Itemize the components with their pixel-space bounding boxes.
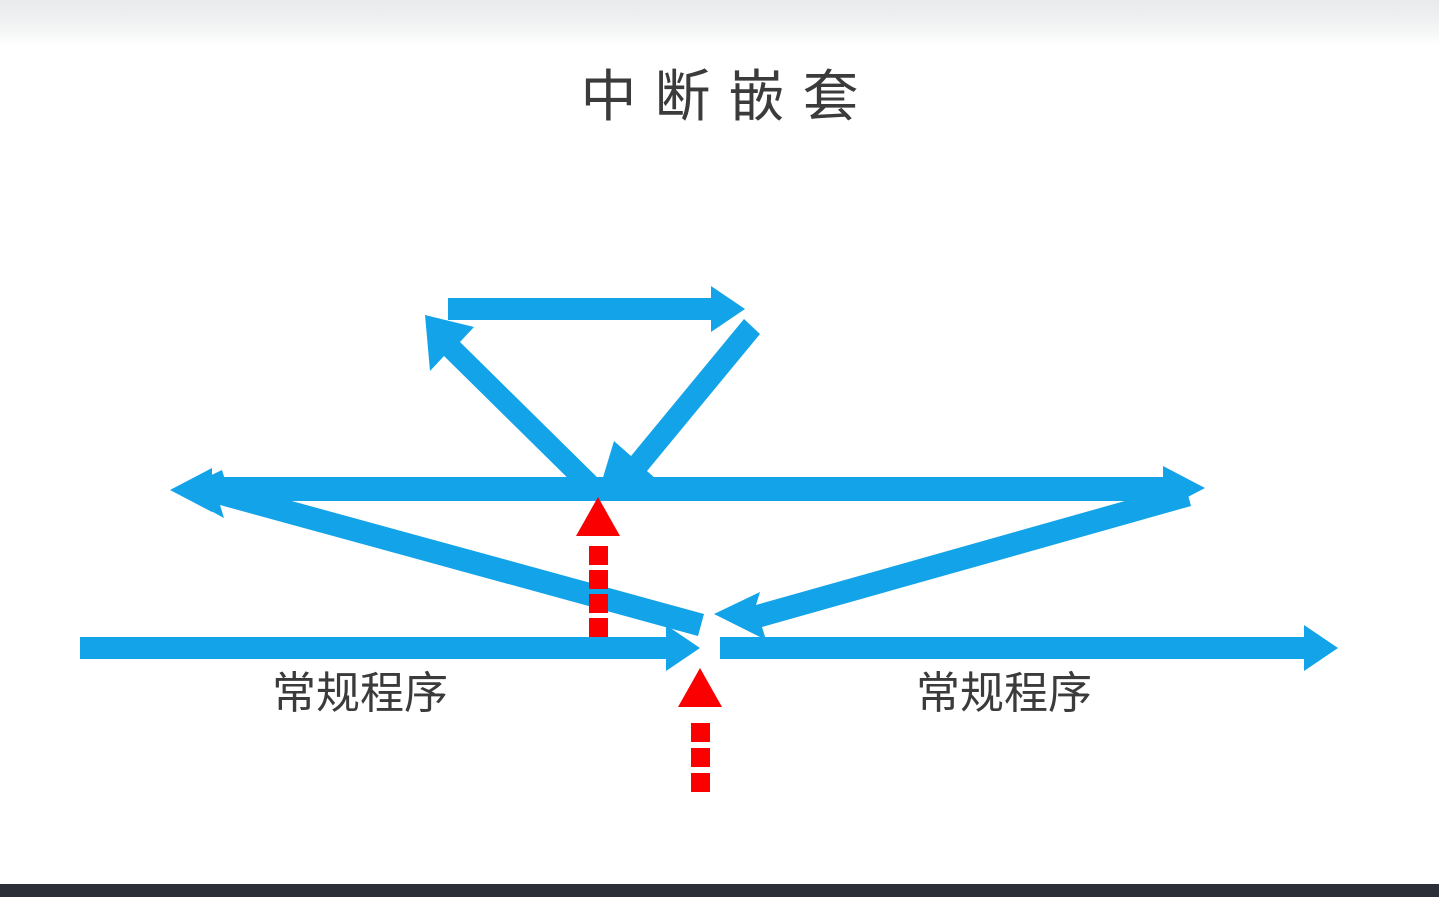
isr1-to-isr2-entry-arrow (425, 315, 606, 500)
isr2-run-arrow (448, 286, 745, 332)
nested-interrupt-request-signal (576, 497, 620, 637)
main-program-left-arrow (80, 625, 700, 671)
isr1-to-main-return-arrow (714, 484, 1191, 640)
bottom-bar (0, 884, 1439, 897)
top-gradient-band (0, 0, 1439, 46)
main-program-left-label: 常规程序 (272, 669, 448, 718)
outer-interrupt-request-signal (678, 668, 722, 792)
isr1-rightward-run-arrow (200, 466, 1205, 510)
isr2-to-isr1-return-arrow (598, 319, 760, 494)
main-to-isr1-entry-arrow (176, 470, 704, 636)
main-program-right-label: 常规程序 (916, 669, 1092, 718)
page-title: 中断嵌套 (580, 65, 877, 128)
main-program-right-arrow (720, 625, 1338, 671)
